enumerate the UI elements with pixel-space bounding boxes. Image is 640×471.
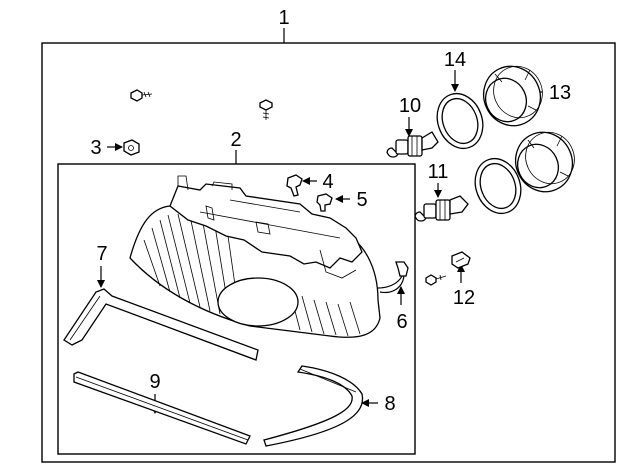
callout-11: 11 (428, 161, 449, 183)
callout-12: 12 (453, 287, 475, 309)
callout-3: 3 (90, 137, 101, 159)
retainer-clip-part (316, 193, 333, 212)
bolt-12-part (425, 274, 447, 286)
callout-7: 7 (96, 243, 107, 265)
callout-4: 4 (322, 171, 333, 193)
callout-8: 8 (384, 393, 395, 415)
bulb-10-part (386, 131, 439, 158)
callout-14: 14 (444, 49, 466, 71)
side-trim-part (263, 365, 364, 447)
o-ring-lower (474, 157, 522, 215)
bulb-11-part (414, 195, 469, 222)
callout-labels: 1 2 3 4 5 6 7 8 9 10 11 12 13 14 (90, 7, 571, 415)
callout-2: 2 (230, 129, 241, 151)
callout-10: 10 (399, 95, 421, 117)
bolt-part (130, 89, 153, 102)
o-ring-upper (436, 92, 484, 150)
socket-part (451, 251, 471, 269)
seal-strip-part (63, 288, 259, 361)
callout-1: 1 (278, 7, 289, 29)
callout-13: 13 (549, 82, 571, 104)
headlamp-assembly (129, 175, 381, 338)
lower-trim-part (73, 371, 251, 445)
cover-lower (514, 131, 575, 193)
callout-9: 9 (149, 371, 160, 393)
cover-upper (482, 65, 543, 127)
bolt-part (259, 99, 273, 120)
adjuster-clip-part (286, 174, 303, 197)
harness-connector-part (377, 261, 409, 294)
callout-6: 6 (396, 311, 407, 333)
callout-5: 5 (356, 189, 367, 211)
assembly-frame (41, 42, 616, 463)
nut-part (123, 139, 140, 156)
